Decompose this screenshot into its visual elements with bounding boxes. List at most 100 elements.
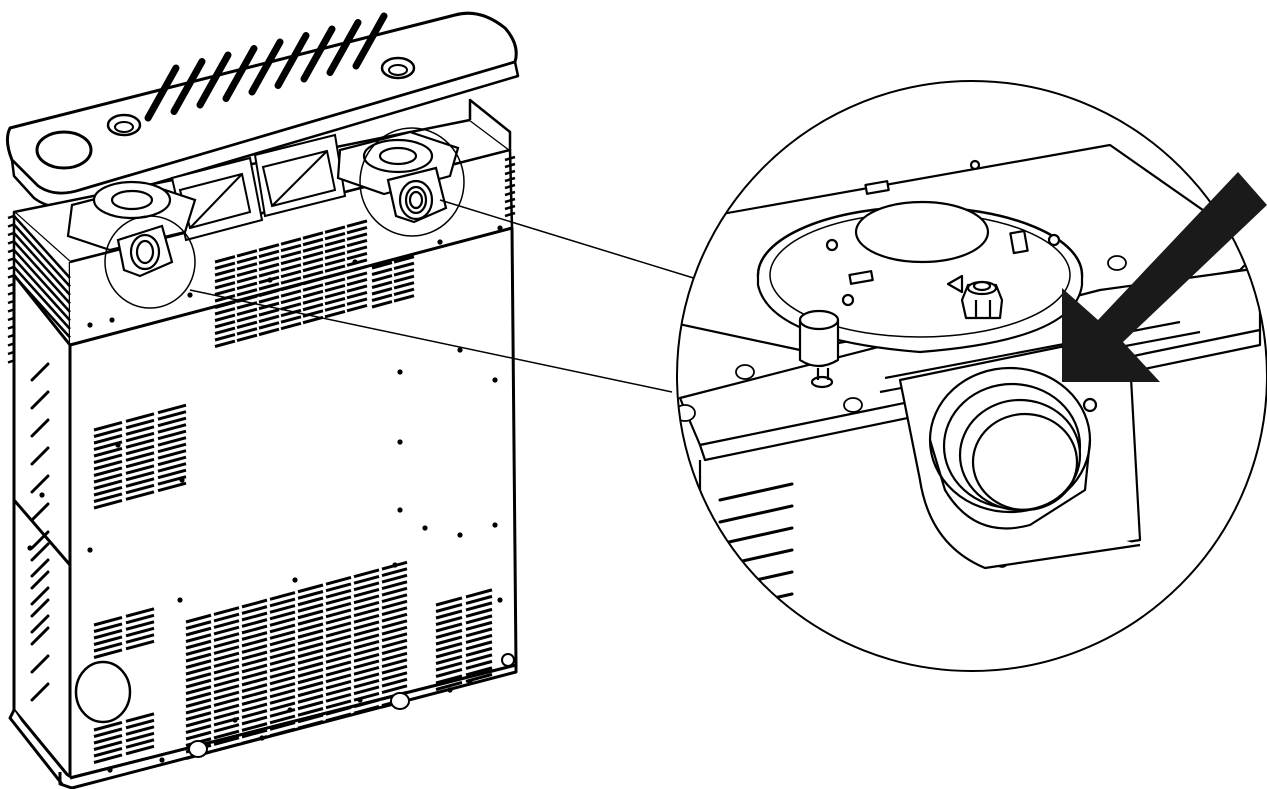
screw-dot <box>352 259 358 265</box>
vent-slot <box>213 697 240 707</box>
vent-slot <box>157 416 187 428</box>
vent-slot <box>297 603 324 613</box>
vent-slot <box>346 252 368 261</box>
vent-slot <box>241 728 268 739</box>
vent-slot <box>214 294 236 303</box>
screw-dot <box>447 687 453 693</box>
vent-slot <box>93 446 123 458</box>
vent-slot <box>236 314 258 323</box>
vent-slot <box>297 590 324 600</box>
vent-slot <box>125 425 155 436</box>
vent-slot <box>381 677 408 688</box>
side-slot <box>30 446 50 466</box>
vent-slot <box>297 661 324 672</box>
panel-screws <box>27 225 503 773</box>
vent-slot <box>269 695 296 705</box>
vent-slot <box>353 665 380 676</box>
vent-slot <box>236 333 258 343</box>
vent-slot <box>280 315 302 324</box>
vent-slot <box>297 583 324 594</box>
screw-dot <box>497 225 503 231</box>
vent-slot <box>241 618 268 628</box>
screw-dot <box>159 757 165 763</box>
vent-slot <box>324 244 346 254</box>
vent-slot <box>346 245 368 254</box>
screw-dot <box>107 767 113 773</box>
vent-slot <box>213 742 240 753</box>
vent-slot <box>325 680 352 690</box>
screw-dot <box>292 577 298 583</box>
vent-slot <box>157 455 187 467</box>
vent-slot <box>324 309 346 319</box>
vent-slot <box>125 438 155 449</box>
vent-slot <box>214 313 236 322</box>
vent-slot <box>236 327 258 336</box>
vent-slot <box>93 498 123 510</box>
vent-slot <box>269 636 296 647</box>
side-slot <box>30 570 50 590</box>
vent-slot <box>371 274 393 283</box>
vent-slot <box>125 418 155 430</box>
side-slot <box>30 598 50 618</box>
cover-slot <box>352 12 388 70</box>
vent-slot <box>465 640 493 651</box>
vent-slot <box>185 665 212 676</box>
screw-dot <box>397 439 403 445</box>
vent-slot <box>393 274 415 284</box>
side-slot <box>30 390 50 410</box>
vent-slot <box>297 622 324 633</box>
vent-slot <box>297 642 324 652</box>
vent-slot <box>236 268 258 278</box>
vent-slot <box>214 268 236 277</box>
vent-slot <box>236 288 258 297</box>
vent-slot <box>465 653 493 664</box>
vent-slot <box>325 647 352 658</box>
vent-slot <box>93 746 123 758</box>
cover-slot <box>274 32 310 89</box>
vent-slot <box>93 427 123 438</box>
vent-slot <box>236 320 258 330</box>
vent-slot <box>325 615 352 625</box>
vent-slot <box>241 650 268 661</box>
vent-slot <box>325 699 352 710</box>
vent-slot <box>213 690 240 701</box>
cabinet-feet <box>188 653 515 758</box>
vent-slot <box>258 308 280 317</box>
vent-slot <box>157 481 187 493</box>
vent-slot <box>465 646 493 657</box>
vent-slot <box>280 276 302 285</box>
vent-slot <box>213 710 240 720</box>
screw-dot <box>87 322 93 328</box>
vent-slot <box>258 321 280 330</box>
vent-slot <box>125 633 155 644</box>
vent-slot <box>325 667 352 677</box>
front-vent-grilles <box>93 219 493 764</box>
indicator-arrow <box>1062 172 1267 382</box>
screw-dot <box>109 317 115 323</box>
vent-slot <box>325 693 352 703</box>
vent-slot <box>214 320 236 329</box>
vent-slot <box>465 588 493 599</box>
vent-slot <box>353 600 380 611</box>
vent-slot <box>346 226 368 235</box>
vent-slot <box>241 611 268 622</box>
side-slot <box>30 474 50 494</box>
vent-slot <box>297 707 324 717</box>
vent-slot <box>324 257 346 267</box>
vent-slot <box>325 712 352 723</box>
vent-slot <box>258 301 280 311</box>
vent-slot <box>353 698 380 709</box>
vent-slot <box>465 666 493 677</box>
vent-slot <box>93 472 123 484</box>
vent-slot <box>353 574 380 585</box>
vent-slot <box>125 451 155 462</box>
vent-slot <box>435 661 463 672</box>
screw-dot <box>467 679 473 685</box>
screw-dot <box>287 707 293 713</box>
vent-slot <box>241 696 268 706</box>
vent-slot <box>302 237 324 247</box>
vent-slot <box>325 634 352 645</box>
vent-slot <box>353 672 380 683</box>
vent-slot <box>381 619 408 630</box>
vent-slot <box>393 294 415 303</box>
